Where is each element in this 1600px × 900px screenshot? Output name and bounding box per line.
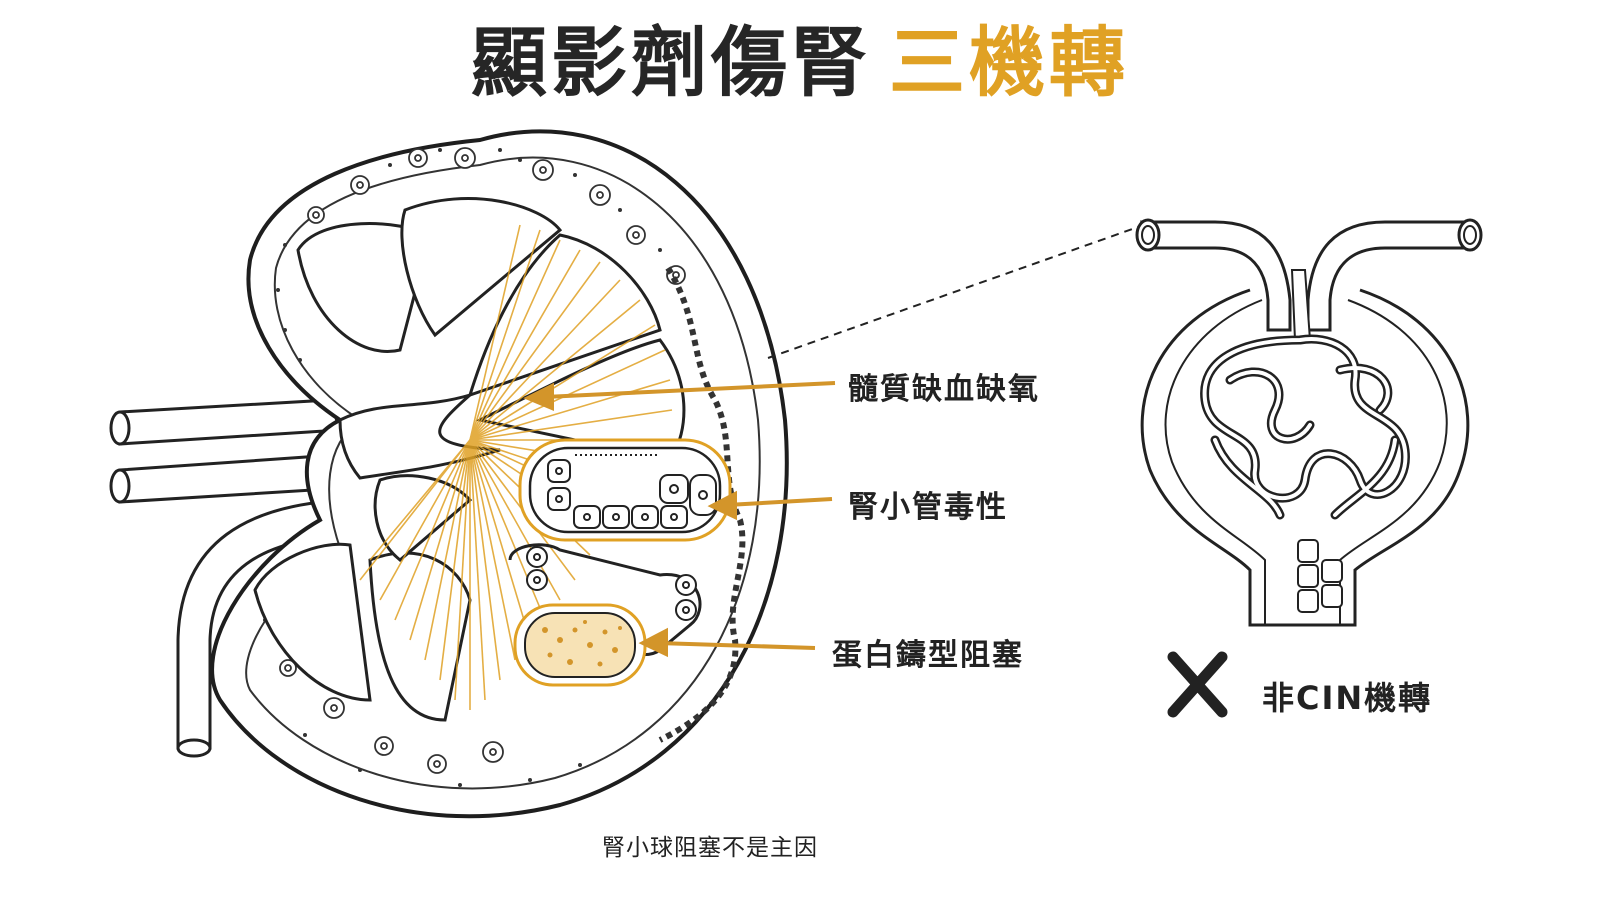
renal-artery-opening xyxy=(111,412,129,444)
ureter-opening xyxy=(178,740,210,756)
x-mark-icon xyxy=(1173,657,1222,712)
footnote-caption: 腎小球阻塞不是主因 xyxy=(560,828,860,862)
label-cast-obstruction: 蛋白鑄型阻塞 xyxy=(832,630,1024,674)
renal-vein-opening xyxy=(111,470,129,502)
label-medullary-ischemia: 髓質缺血缺氧 xyxy=(848,364,1040,408)
label-tubular-toxicity: 腎小管毒性 xyxy=(848,482,1008,526)
glomerulus-illustration xyxy=(1137,220,1481,625)
zoom-dashed-line xyxy=(768,227,1138,358)
tubule-segment xyxy=(520,440,730,540)
protein-cast xyxy=(515,605,645,685)
label-non-cin: 非CIN機轉 xyxy=(1262,673,1432,719)
renal-artery xyxy=(120,400,340,444)
